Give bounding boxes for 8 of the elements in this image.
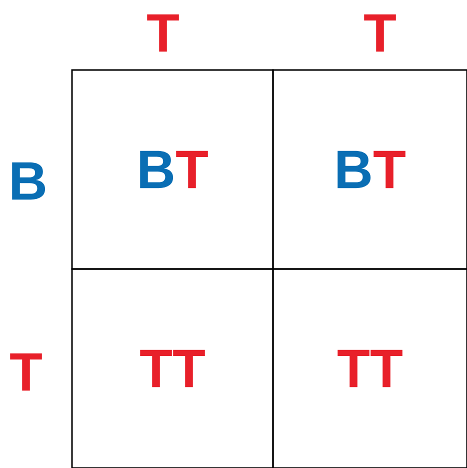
row-label: B — [12, 162, 46, 200]
grid-cell: BT — [71, 69, 274, 270]
grid-cell: BT — [272, 69, 467, 270]
grid-cell: TT — [272, 268, 467, 468]
column-label: T — [364, 14, 396, 52]
grid-cell: TT — [71, 268, 274, 468]
column-label: T — [147, 14, 179, 52]
row-label: T — [10, 353, 42, 391]
